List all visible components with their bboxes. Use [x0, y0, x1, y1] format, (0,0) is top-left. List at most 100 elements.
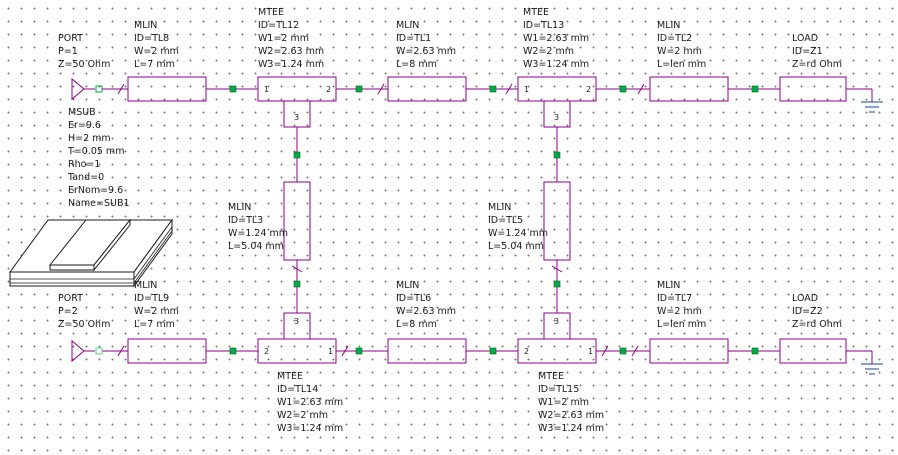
node-marker[interactable] [229, 347, 237, 355]
label-line: ID=Z1 [792, 46, 823, 57]
label-line: MTEE [258, 7, 285, 18]
label-line: L=len mm [657, 59, 707, 70]
label-line: W=2.63 mm [396, 306, 457, 317]
label-line: ID=TL5 [488, 215, 524, 226]
label-line: MLIN [488, 202, 512, 213]
node-marker[interactable] [751, 347, 759, 355]
label-line: ID=TL6 [396, 293, 432, 304]
label-line: W2=2 mm [523, 46, 574, 57]
label-line: Tand=0 [68, 172, 105, 183]
label-line: L=7 mm [134, 319, 175, 330]
label-line: LOAD [792, 293, 819, 304]
label-line: Z=rd Ohm [792, 319, 843, 330]
node-marker[interactable] [95, 347, 103, 355]
label-line: L=5.04 mm [488, 241, 544, 252]
ground-icon [861, 101, 883, 113]
label-line: ID=TL7 [657, 293, 693, 304]
pin-label: 3 [554, 317, 559, 326]
node-marker[interactable] [553, 280, 561, 288]
node-marker[interactable] [355, 347, 363, 355]
pin-label: 2 [326, 85, 331, 94]
mlin-tl7-symbol[interactable] [626, 338, 752, 364]
node-marker[interactable] [751, 85, 759, 93]
label-line: H=2 mm [68, 133, 111, 144]
node-marker[interactable] [619, 85, 627, 93]
mlin-tl5-symbol[interactable] [543, 158, 571, 281]
label-line: T=0.05 mm [68, 146, 125, 157]
label-line: L=8 mm [396, 59, 437, 70]
pin-label: 3 [294, 317, 299, 326]
mlin-tl8-symbol[interactable] [102, 76, 230, 102]
pin-label: 1 [588, 347, 593, 356]
load-z2-symbol[interactable] [758, 338, 873, 364]
label-line: P=1 [58, 46, 78, 57]
label-line: MLIN [396, 280, 420, 291]
label-line: W=1.24 mm [488, 228, 549, 239]
label-line: ID=TL13 [523, 20, 565, 31]
node-marker[interactable] [293, 280, 301, 288]
label-line: ID=TL1 [396, 33, 432, 44]
label-line: W=2 mm [657, 46, 702, 57]
node-marker[interactable] [229, 85, 237, 93]
mlin-tl2-symbol[interactable] [626, 76, 752, 102]
node-marker[interactable] [489, 85, 497, 93]
substrate-icon [9, 218, 173, 288]
mtee-tl13-symbol[interactable] [496, 76, 620, 152]
label-line: L=len mm [657, 319, 707, 330]
mlin-tl9-symbol[interactable] [102, 338, 230, 364]
mtee-tl15-symbol[interactable] [496, 287, 620, 364]
label-line: MLIN [134, 20, 158, 31]
label-line: ID=TL3 [228, 215, 264, 226]
label-line: MLIN [228, 202, 252, 213]
mtee-tl12-symbol[interactable] [236, 76, 356, 152]
label-line: MSUB [68, 107, 96, 118]
label-line: L=5.04 mm [228, 241, 284, 252]
node-marker[interactable] [355, 85, 363, 93]
node-marker[interactable] [553, 151, 561, 159]
label-line: MTEE [523, 7, 550, 18]
label-line: L=8 mm [396, 319, 437, 330]
node-marker[interactable] [619, 347, 627, 355]
label-line: MLIN [396, 20, 420, 31]
label-line: PORT [58, 33, 83, 44]
pin-label: 3 [554, 113, 559, 122]
node-marker[interactable] [489, 347, 497, 355]
label-line: ID=TL12 [258, 20, 300, 31]
label-line: W3=1.24 mm [538, 423, 605, 434]
load-z1-symbol[interactable] [758, 76, 873, 102]
pin-label: 1 [328, 347, 333, 356]
port-2-symbol[interactable] [71, 339, 95, 363]
label-line: MLIN [134, 280, 158, 291]
label-line: Er=9.6 [68, 120, 101, 131]
mlin-tl1-symbol[interactable] [362, 76, 490, 102]
label-line: ID=TL15 [538, 384, 580, 395]
label-line: W1=2.63 mm [277, 397, 344, 408]
label-line: W=2 mm [134, 46, 179, 57]
node-marker[interactable] [293, 151, 301, 159]
label-line: ID=Z2 [792, 306, 823, 317]
label-line: W1=2.63 mm [523, 33, 590, 44]
label-line: LOAD [792, 33, 819, 44]
label-line: ID=TL14 [277, 384, 319, 395]
mtee-tl14-symbol[interactable] [236, 287, 356, 364]
pin-label: 2 [264, 347, 269, 356]
label-line: W=2 mm [657, 306, 702, 317]
mlin-tl3-symbol[interactable] [283, 158, 311, 281]
label-line: W3=1.24 mm [277, 423, 344, 434]
port-1-symbol[interactable] [71, 77, 103, 101]
mlin-tl6-symbol[interactable] [362, 338, 490, 364]
label-line: Rho=1 [68, 159, 101, 170]
label-line: ErNom=9.6 [68, 185, 124, 196]
